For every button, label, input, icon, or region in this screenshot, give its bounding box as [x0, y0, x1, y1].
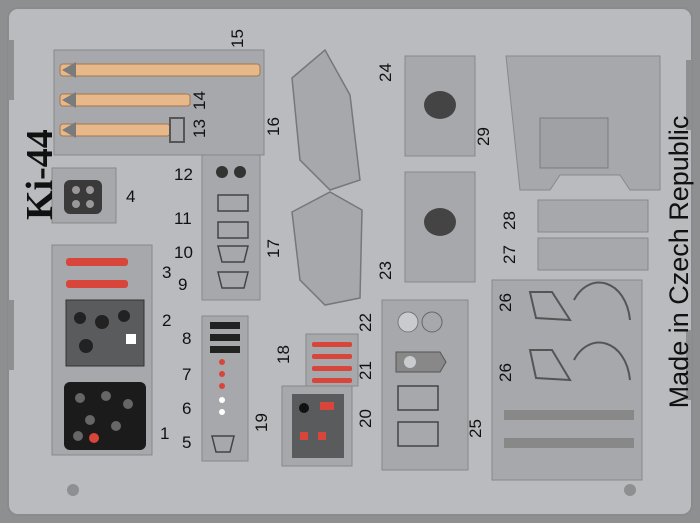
part-4 — [51, 167, 117, 224]
part-number-29: 29 — [473, 127, 493, 146]
part-number-16: 16 — [263, 117, 283, 136]
part-number-18: 18 — [273, 345, 293, 364]
parts-18-19 — [281, 333, 359, 467]
part-number-25: 25 — [465, 419, 485, 438]
part-number-1: 1 — [160, 424, 170, 443]
parts-20-22 — [381, 299, 469, 471]
part-number-17: 17 — [263, 239, 283, 258]
parts-27-28 — [537, 199, 649, 271]
part-number-24: 24 — [375, 63, 395, 82]
edge-slot — [8, 300, 14, 370]
part-number-9: 9 — [178, 275, 188, 294]
part-number-7: 7 — [182, 365, 192, 384]
part-number-14: 14 — [189, 91, 209, 110]
part-number-6: 6 — [182, 399, 192, 418]
part-number-8: 8 — [182, 329, 192, 348]
part-29 — [505, 55, 661, 191]
edge-slot — [686, 60, 692, 130]
part-number-3: 3 — [162, 263, 172, 282]
mounting-hole — [67, 484, 79, 496]
parts-5-8 — [201, 315, 249, 462]
part-number-28: 28 — [499, 211, 519, 230]
part-number-2: 2 — [162, 311, 172, 330]
part-number-19: 19 — [251, 413, 271, 432]
part-number-26a: 26 — [495, 363, 515, 382]
parts-16-17 — [291, 48, 363, 306]
part-number-20: 20 — [355, 409, 375, 428]
parts-25-26 — [491, 279, 643, 481]
seat-belts-part-13-15 — [53, 49, 265, 156]
part-number-22: 22 — [355, 313, 375, 332]
mounting-hole — [624, 484, 636, 496]
part-number-13: 13 — [189, 119, 209, 138]
part-number-15: 15 — [227, 29, 247, 48]
part-number-27: 27 — [499, 245, 519, 264]
part-number-12: 12 — [174, 165, 193, 184]
edge-slot — [686, 330, 692, 400]
part-number-26b: 26 — [495, 293, 515, 312]
part-number-4: 4 — [126, 187, 136, 206]
part-number-11: 11 — [174, 209, 192, 228]
edge-slot — [8, 40, 14, 100]
parts-9-12 — [201, 154, 261, 301]
part-number-21: 21 — [355, 361, 375, 380]
made-in-label: Made in Czech Republic — [664, 115, 694, 409]
kit-title: Ki-44 — [19, 129, 61, 220]
parts-23-24 — [404, 55, 476, 283]
part-number-5: 5 — [182, 433, 192, 452]
part-number-10: 10 — [174, 243, 193, 262]
instrument-panel-part-1-3 — [51, 244, 153, 456]
part-number-23: 23 — [375, 261, 395, 280]
